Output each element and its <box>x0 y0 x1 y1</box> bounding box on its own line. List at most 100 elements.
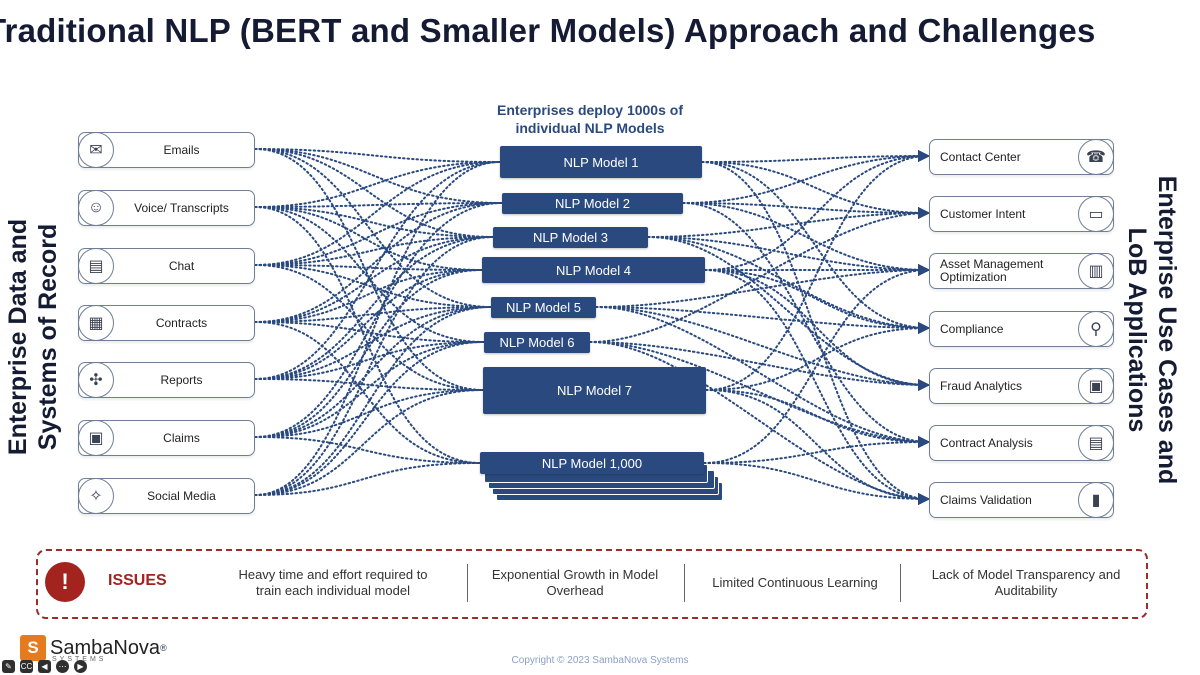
id-icon: ▣ <box>1078 368 1114 404</box>
building-icon: ▥ <box>1078 253 1114 289</box>
connector-line <box>254 436 481 464</box>
connector-line <box>254 269 483 323</box>
right-axis-label: Enterprise Use Cases and LoB Application… <box>1122 176 1182 484</box>
connector-line <box>254 306 492 380</box>
source-voice: ☺ Voice/ Transcripts <box>78 190 255 226</box>
connector-line <box>254 341 485 438</box>
network-icon: ✧ <box>78 478 114 514</box>
issues-panel <box>36 549 1148 619</box>
connector-line <box>254 148 503 204</box>
connector-line <box>704 269 930 505</box>
dest-contract-analysis: Contract Analysis ▤ <box>929 425 1114 461</box>
connector-line <box>254 148 492 308</box>
source-label: Chat <box>168 258 195 273</box>
source-contracts: ▦ Contracts <box>78 305 255 341</box>
issue-divider <box>467 564 468 602</box>
dest-compliance: Compliance ⚲ <box>929 311 1114 347</box>
dest-contact-center: Contact Center ☎ <box>929 139 1114 175</box>
connector-line <box>705 389 930 505</box>
dest-fraud-analytics: Fraud Analytics ▣ <box>929 368 1114 404</box>
connector-line <box>254 161 501 208</box>
source-label: Contracts <box>155 315 208 330</box>
connector-line <box>254 321 481 464</box>
connector-line <box>254 269 483 380</box>
center-header: Enterprises deploy 1000s of individual N… <box>470 101 710 137</box>
connector-line <box>254 206 481 464</box>
connector-line <box>254 321 485 343</box>
connector-line <box>254 306 492 323</box>
connector-line <box>701 161 930 334</box>
connector-line <box>589 341 930 505</box>
sambanova-logo: S SambaNova® <box>20 634 167 662</box>
source-label: Emails <box>163 142 200 157</box>
connector-line <box>705 150 930 391</box>
logo-name: SambaNova <box>50 636 161 659</box>
connector-line <box>701 150 930 163</box>
source-reports: ✣ Reports <box>78 362 255 398</box>
connector-line <box>595 306 930 448</box>
previous-icon[interactable]: ◀ <box>38 660 51 673</box>
source-label: Reports <box>160 372 203 387</box>
more-icon[interactable]: ⋯ <box>56 660 69 673</box>
connector-line <box>589 341 930 448</box>
magnifier-icon: ⚲ <box>1078 311 1114 347</box>
nlp-model-3: NLP Model 3 <box>493 227 648 248</box>
copyright: Copyright © 2023 SambaNova Systems <box>511 655 689 666</box>
cart-icon: ▭ <box>1078 196 1114 232</box>
connector-line <box>254 202 503 323</box>
voice-icon: ☺ <box>78 190 114 226</box>
captions-icon[interactable]: CC <box>20 660 33 673</box>
connector-line <box>703 436 930 464</box>
chat-icon: ▤ <box>78 248 114 284</box>
connector-line <box>254 202 503 438</box>
source-label: Claims <box>163 430 200 445</box>
page-title: Traditional NLP (BERT and Smaller Models… <box>0 12 1096 49</box>
connector-line <box>254 378 484 391</box>
connector-line <box>589 341 930 391</box>
connector-line <box>701 161 930 219</box>
logo-mark-icon: S <box>20 635 46 661</box>
connector-line <box>254 206 485 343</box>
dest-label: Asset Management Optimization <box>940 257 1044 284</box>
issue-divider <box>684 564 685 602</box>
connector-line <box>705 389 930 448</box>
dest-label: Contract Analysis <box>940 435 1033 450</box>
next-icon[interactable]: ▶ <box>74 660 87 673</box>
connector-line <box>254 202 503 266</box>
connector-line <box>254 148 501 163</box>
nlp-model-7: NLP Model 7 <box>483 367 706 414</box>
connector-line <box>682 202 930 448</box>
pen-tool-icon[interactable]: ✎ <box>2 660 15 673</box>
nlp-model-1: NLP Model 1 <box>500 146 702 178</box>
connector-line <box>704 150 930 271</box>
connector-line <box>703 264 930 464</box>
right-label-line-2: LoB Applications <box>1123 227 1151 433</box>
left-axis-label: Enterprise Data and Systems of Record <box>3 219 63 455</box>
dest-label: Compliance <box>940 321 1004 336</box>
right-label-line-1: Enterprise Use Cases and <box>1153 175 1181 485</box>
connector-line <box>647 236 930 276</box>
connector-line <box>682 202 930 276</box>
source-label: Voice/ Transcripts <box>134 200 229 215</box>
nlp-model-2: NLP Model 2 <box>502 193 683 214</box>
connector-line <box>254 389 484 438</box>
connector-line <box>647 236 930 391</box>
issue-item: Limited Continuous Learning <box>712 575 878 590</box>
document-icon: ▤ <box>1078 425 1114 461</box>
connector-line <box>254 236 494 266</box>
issue-item: Lack of Model Transparency and Auditabil… <box>931 567 1121 598</box>
connector-line <box>254 161 501 380</box>
email-icon: ✉ <box>78 132 114 168</box>
connector-line <box>254 306 492 496</box>
connector-line <box>254 236 494 323</box>
dest-label: Claims Validation <box>940 492 1032 507</box>
left-label-line-2: Systems of Record <box>34 223 62 451</box>
dest-label: Fraud Analytics <box>940 378 1023 393</box>
connector-line <box>254 236 494 380</box>
connector-line <box>254 264 492 308</box>
connector-line <box>705 322 930 391</box>
connector-line <box>647 207 930 238</box>
headset-icon: ☎ <box>1078 139 1114 175</box>
source-chat: ▤ Chat <box>78 248 255 284</box>
connector-line <box>704 269 930 334</box>
